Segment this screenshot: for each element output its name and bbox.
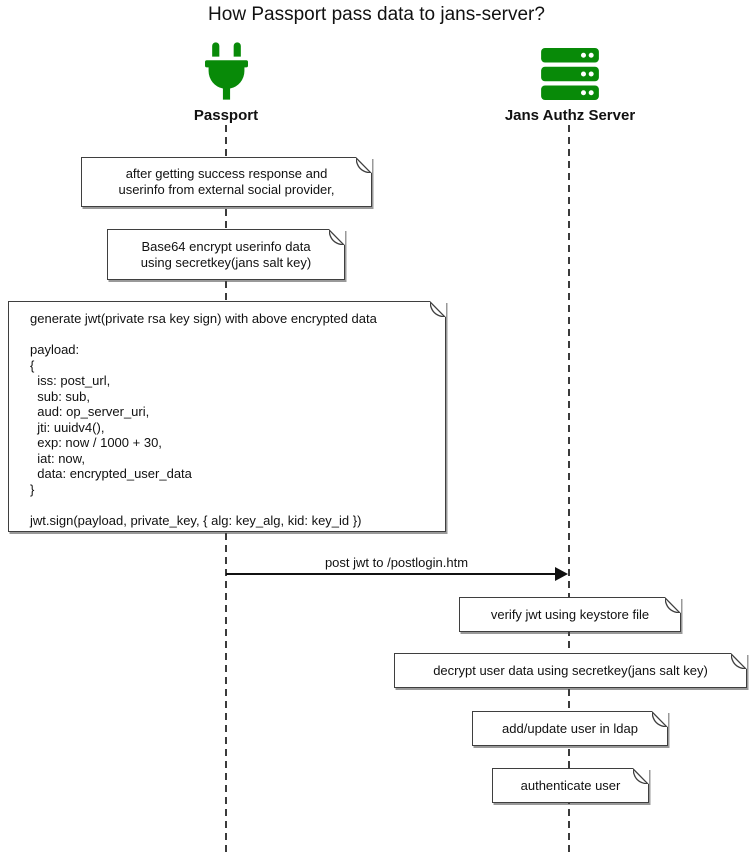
note-text: verify jwt using keystore file	[490, 606, 650, 622]
note-text: authenticate user	[520, 777, 621, 793]
note-generate-jwt: generate jwt(private rsa key sign) with …	[8, 300, 447, 532]
note-text: generate jwt(private rsa key sign) with …	[30, 311, 377, 528]
message-post-jwt-label: post jwt to /postlogin.htm	[324, 555, 469, 570]
note-text: Base64 encrypt userinfo data using secre…	[140, 238, 312, 270]
arrowhead-icon	[555, 567, 568, 581]
note-decrypt-user-data: decrypt user data using secretkey(jans s…	[394, 652, 748, 688]
note-fold-icon	[329, 228, 346, 245]
note-fold-icon	[665, 596, 682, 613]
lifeline-jans	[568, 125, 570, 856]
note-verify-jwt: verify jwt using keystore file	[459, 596, 682, 632]
note-fold-icon	[731, 652, 748, 669]
note-text: decrypt user data using secretkey(jans s…	[433, 662, 708, 678]
note-add-update-user: add/update user in ldap	[472, 710, 669, 746]
note-text: add/update user in ldap	[502, 720, 638, 736]
note-text: after getting success response and useri…	[118, 166, 335, 197]
note-success-response: after getting success response and useri…	[81, 156, 373, 207]
actor-jans-label: Jans Authz Server	[504, 107, 636, 124]
note-fold-icon	[633, 767, 650, 784]
note-fold-icon	[652, 710, 669, 727]
message-post-jwt-line	[226, 573, 557, 575]
note-fold-icon	[356, 156, 373, 173]
server-icon	[541, 48, 599, 100]
note-fold-icon	[430, 300, 447, 317]
note-authenticate-user: authenticate user	[492, 767, 650, 803]
plug-icon	[205, 42, 248, 100]
actor-passport-label: Passport	[193, 107, 259, 124]
diagram-title: How Passport pass data to jans-server?	[208, 4, 545, 25]
note-base64-encrypt: Base64 encrypt userinfo data using secre…	[107, 228, 346, 280]
